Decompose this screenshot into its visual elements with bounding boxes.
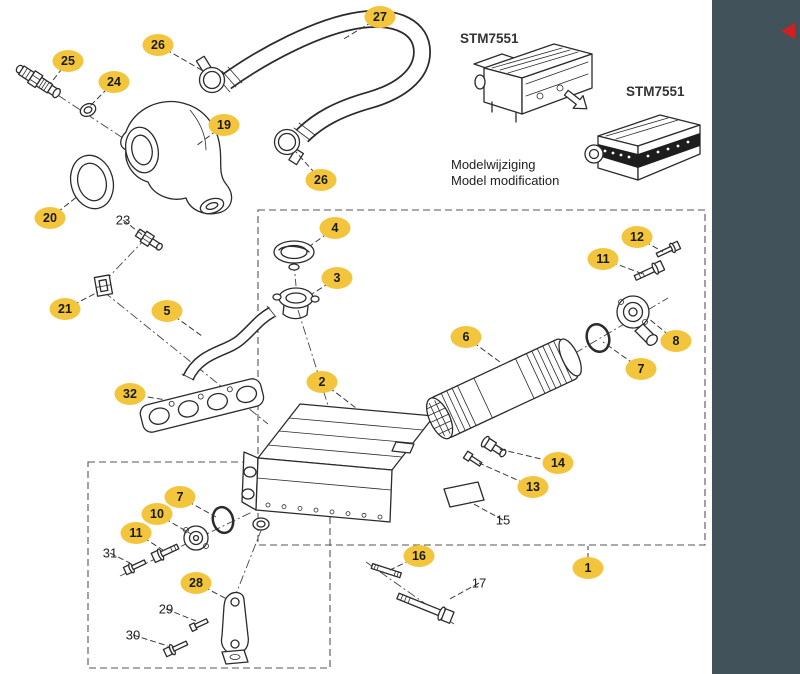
clamp-26a-drawing [195, 55, 226, 94]
gasket-32-drawing [139, 378, 265, 433]
plate-15-drawing [443, 481, 485, 508]
leader-line [156, 513, 192, 535]
leader-line [389, 555, 420, 571]
sensor-25-drawing [15, 64, 61, 99]
leader-line [341, 16, 381, 41]
leader-line [135, 532, 164, 551]
leader-line [129, 393, 167, 401]
bolt-13-drawing [462, 450, 483, 467]
washer-24-drawing [79, 102, 97, 118]
bolt-31-drawing [122, 559, 147, 576]
elbow-19-drawing [120, 100, 233, 215]
oring-7b-drawing [211, 505, 235, 535]
engine-before-drawing [473, 43, 593, 123]
modification-caption-nl: Modelwijziging [451, 157, 536, 172]
dashed-boundary-main [257, 209, 706, 546]
bracket-28-drawing [220, 591, 249, 665]
manifold-2-drawing [241, 403, 435, 531]
clamp-26b-drawing [273, 128, 305, 166]
leader-line [447, 582, 480, 601]
cap-4-drawing [273, 240, 315, 271]
bolt-30-drawing [162, 640, 189, 658]
bolt-11b-drawing [150, 543, 180, 564]
leader-line [64, 291, 99, 310]
leader-line [179, 496, 217, 518]
leader-line [157, 44, 206, 73]
leader-line [165, 608, 197, 622]
leader-line [636, 236, 664, 253]
leader-line [295, 151, 322, 181]
leader-line [109, 552, 131, 564]
bolt-29-drawing [188, 618, 209, 633]
leader-line [465, 336, 501, 363]
red-arrow-icon [781, 23, 795, 39]
clip-21-drawing [93, 274, 114, 297]
bolt-17-drawing [396, 592, 455, 624]
leader-line [321, 381, 357, 409]
oring-7a-drawing [585, 323, 611, 353]
leader-line [647, 317, 677, 342]
leader-line [309, 227, 336, 247]
bolt-11a-drawing [633, 260, 666, 281]
dashed-boundary-sub [87, 461, 331, 669]
filler-neck-3-drawing [272, 287, 320, 320]
leader-line [498, 448, 559, 464]
leader-line [602, 341, 642, 370]
fitting-23-drawing [134, 228, 163, 251]
leader-line [469, 501, 504, 521]
leader-line [195, 582, 228, 600]
modification-caption-en: Model modification [451, 173, 560, 188]
leader-line [311, 277, 338, 295]
stud-16-drawing [370, 562, 402, 579]
leader-line [122, 219, 145, 237]
tube-stack-6-drawing [425, 338, 582, 440]
leader-line [49, 60, 69, 85]
leader-line [195, 124, 225, 147]
engine-after-drawing [584, 114, 701, 181]
leader-line [166, 310, 203, 337]
right-sidebar-panel [712, 0, 800, 674]
fitting-14-drawing [480, 435, 507, 458]
model-new-label: STM7551 [626, 84, 685, 99]
leader-line [49, 195, 79, 219]
bolt-12-drawing [655, 240, 682, 258]
leader-line [89, 81, 115, 107]
leader-line [602, 258, 644, 275]
end-cap-10-drawing [183, 525, 209, 551]
hose-5-drawing [181, 305, 277, 381]
end-cap-8-drawing [616, 295, 658, 346]
gasket-20-drawing [69, 154, 115, 210]
model-old-label: STM7551 [460, 31, 519, 46]
leader-line [478, 462, 534, 488]
modification-arrow-icon [563, 89, 588, 110]
leader-line [132, 634, 169, 647]
